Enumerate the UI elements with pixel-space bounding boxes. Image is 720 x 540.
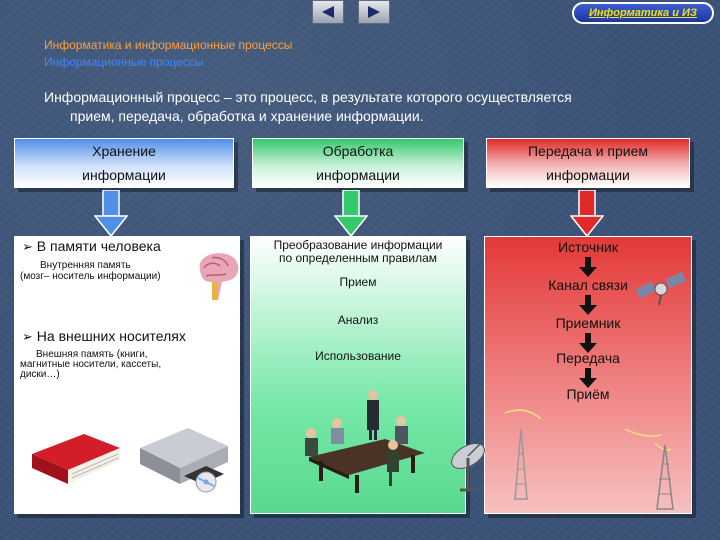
definition-line-1: Информационный процесс – это процесс, в … xyxy=(44,89,572,105)
processing-step-receive: Прием xyxy=(339,275,377,289)
transfer-step-receiver: Приемник xyxy=(555,315,621,331)
definition-text: Информационный процесс – это процесс, в … xyxy=(44,88,684,126)
breadcrumb-topic[interactable]: Информационные процессы xyxy=(44,55,204,69)
satellite-dish-icon xyxy=(451,443,485,492)
storage-external-sub2: магнитные носители, кассеты, xyxy=(20,359,162,370)
arrow-down-small-icon xyxy=(579,257,597,277)
storage-external-sub1: Внешняя память (книги, xyxy=(36,349,148,360)
header-processing: Обработка информации xyxy=(252,138,464,188)
arrow-down-small-icon xyxy=(579,333,597,353)
arrow-down-processing-icon xyxy=(334,190,368,238)
section-link-button[interactable]: Информатика и ИЗ xyxy=(572,2,714,24)
check-arrow-icon: ➢ xyxy=(22,239,33,254)
header-processing-line2: информации xyxy=(316,167,400,183)
processing-step-transform-line1: Преобразование информации xyxy=(273,238,443,252)
processing-panel: Преобразование информации по определенны… xyxy=(250,236,466,514)
processing-step-analyze: Анализ xyxy=(337,313,379,327)
book-icon xyxy=(32,434,120,484)
disk-drive-icon xyxy=(140,428,228,493)
storage-external-item: ➢ На внешних носителях xyxy=(22,328,186,345)
storage-human-title: В памяти человека xyxy=(36,238,161,254)
transfer-panel: Источник Канал связи Приемник Передача П… xyxy=(484,236,692,514)
storage-external-title: На внешних носителях xyxy=(36,328,186,344)
arrow-down-transfer-icon xyxy=(570,190,604,238)
storage-panel: ➢ В памяти человека Внутренняя память (м… xyxy=(14,236,240,514)
header-transfer: Передача и прием информации xyxy=(486,138,690,188)
breadcrumb-course[interactable]: Информатика и информационные процессы xyxy=(44,38,293,52)
transfer-step-transmit: Передача xyxy=(556,350,620,366)
antenna-towers-icon xyxy=(504,409,674,510)
storage-external-sub3: диски…) xyxy=(20,369,60,380)
arrow-down-storage-icon xyxy=(94,190,128,238)
processing-step-transform: Преобразование информации по определенны… xyxy=(251,239,465,265)
storage-human-item: ➢ В памяти человека xyxy=(22,238,161,255)
processing-step-use: Использование xyxy=(315,349,401,363)
triangle-left-icon xyxy=(322,6,334,18)
header-processing-line1: Обработка xyxy=(322,143,394,159)
arrow-down-small-icon xyxy=(579,368,597,388)
processing-step-transform-line2: по определенным правилам xyxy=(278,251,438,265)
storage-human-sub1: Внутренняя память xyxy=(40,260,131,271)
arrow-down-small-icon xyxy=(579,295,597,315)
header-storage-line2: информации xyxy=(82,167,166,183)
header-storage-line1: Хранение xyxy=(92,143,156,159)
triangle-right-icon xyxy=(368,6,380,18)
transfer-step-source: Источник xyxy=(558,239,618,255)
header-transfer-line1: Передача и прием xyxy=(527,143,649,159)
transfer-step-reception: Приём xyxy=(566,386,610,402)
header-storage: Хранение информации xyxy=(14,138,234,188)
header-transfer-line2: информации xyxy=(546,167,630,183)
check-arrow-icon: ➢ xyxy=(22,329,33,344)
transfer-step-channel: Канал связи xyxy=(548,277,628,293)
next-slide-button[interactable] xyxy=(358,0,390,24)
definition-line-2: прием, передача, обработка и хранение ин… xyxy=(70,108,424,124)
brain-icon xyxy=(199,253,239,300)
meeting-people-icon xyxy=(305,390,425,493)
satellite-icon xyxy=(635,271,687,306)
storage-human-sub2: (мозг– носитель информации) xyxy=(20,271,161,282)
previous-slide-button[interactable] xyxy=(312,0,344,24)
